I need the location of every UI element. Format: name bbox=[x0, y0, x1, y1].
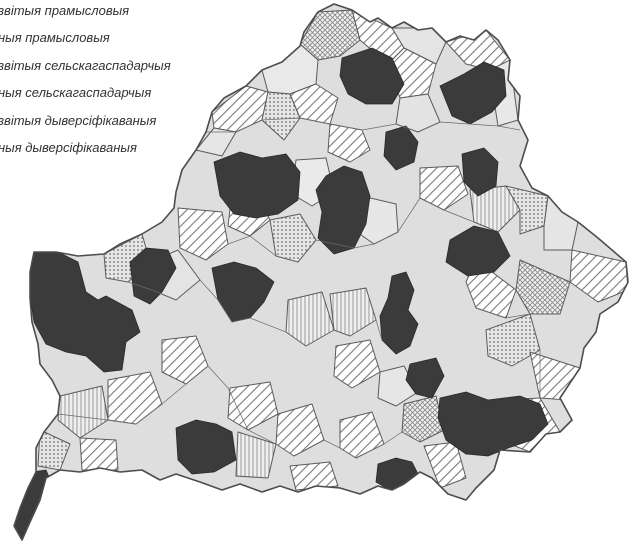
map-legend: звітыя прамысловыя ныя прамысловыя звіты… bbox=[0, 0, 240, 170]
legend-item-1: звітыя прамысловыя bbox=[0, 3, 130, 18]
legend-item-5: звітыя дыверсіфікаваныя bbox=[0, 113, 157, 128]
legend-item-2: ныя прамысловыя bbox=[0, 30, 110, 45]
legend-item-6: ныя дыверсіфікаваныя bbox=[0, 140, 137, 155]
legend-item-4: ныя сельскагаспадарчыя bbox=[0, 85, 152, 100]
legend-item-3: звітыя сельскагаспадарчыя bbox=[0, 58, 171, 73]
